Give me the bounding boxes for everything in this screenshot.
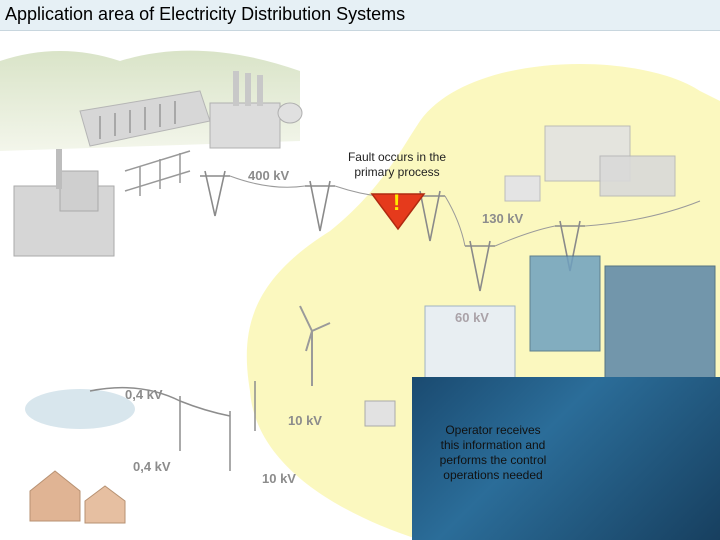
voltage-label-10kv-lower: 10 kV: [262, 471, 296, 486]
cooling-tank: [277, 102, 303, 124]
village-houses: [29, 470, 81, 522]
power-plant-building: [209, 102, 281, 149]
voltage-label-130kv: 130 kV: [482, 211, 524, 226]
lake: [25, 389, 135, 429]
distribution-poles: [89, 381, 256, 471]
voltage-label-10kv-upper: 10 kV: [288, 413, 322, 428]
village-house-2: [84, 485, 126, 524]
transformer-house: [364, 400, 396, 427]
chimney-3: [257, 75, 263, 106]
screen-2: [529, 255, 601, 352]
station-chimney: [56, 149, 62, 189]
warning-exclamation: !: [393, 190, 401, 215]
title-bar: Application area of Electricity Distribu…: [0, 0, 720, 31]
power-station-tower: [59, 170, 99, 212]
operator-callout-line-4: operations needed: [443, 468, 543, 482]
fault-callout-line-1: Fault occurs in the: [347, 150, 447, 164]
warning-triangle: [370, 193, 426, 231]
substation-400: [124, 150, 191, 196]
operator-callout-line-1: Operator receives: [445, 423, 541, 437]
operator-control-room: [412, 377, 720, 540]
transmission-towers: [200, 170, 585, 292]
operator-callout-line-3: performs the control: [439, 453, 547, 467]
screen-3: [604, 265, 716, 387]
chimney-2: [245, 73, 251, 106]
wind-turbine: [299, 305, 331, 386]
voltage-label-60kv: 60 kV: [455, 310, 489, 325]
operator-callout-line-2: this information and: [440, 438, 546, 452]
slide-title: Application area of Electricity Distribu…: [5, 4, 406, 24]
operator-callout: Operator receives this information and p…: [418, 423, 568, 483]
voltage-label-400kv: 400 kV: [248, 168, 290, 183]
voltage-label-04kv-lower: 0,4 kV: [133, 459, 171, 474]
industrial-building-2: [599, 155, 676, 197]
fault-callout: Fault occurs in the primary process: [326, 150, 468, 180]
chimney-1: [233, 71, 239, 106]
illustration-area: ! 400 kV 130 kV 60 kV 10 kV 10 kV 0,4 kV…: [0, 31, 720, 540]
screen-1: [424, 305, 516, 392]
fault-callout-line-2: primary process: [354, 165, 440, 179]
dam-gates: [99, 101, 176, 139]
voltage-label-04kv-upper: 0,4 kV: [125, 387, 163, 402]
small-building: [504, 175, 541, 202]
